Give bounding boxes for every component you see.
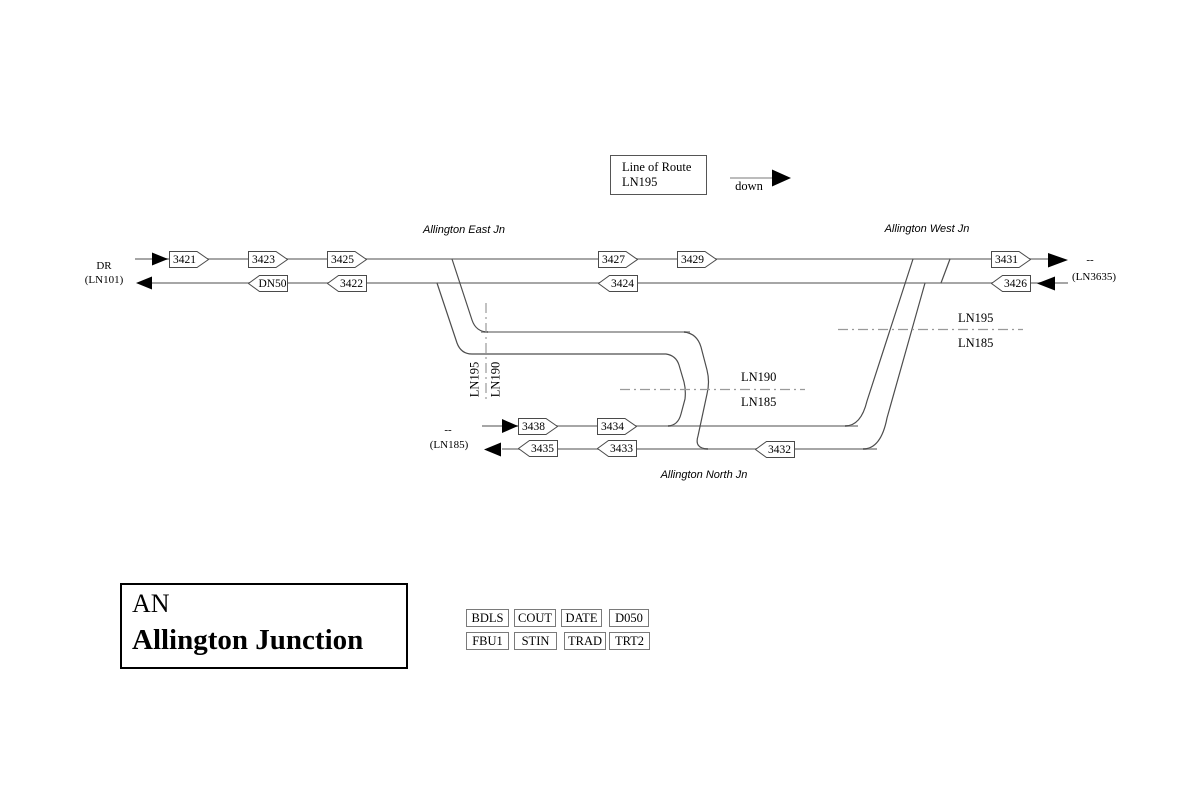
location-title-box: AN Allington Junction (120, 583, 408, 669)
signal-plate-left-icon (248, 275, 288, 292)
signal-plate-right-icon (327, 251, 367, 268)
legend-down-arrow-icon (772, 169, 791, 187)
west-jn-crossover (940, 258, 951, 284)
boundary-label-ln190-vertical: LN190 (488, 361, 503, 398)
west-jn-branch-1 (844, 258, 914, 427)
button-stin[interactable]: STIN (514, 632, 557, 650)
signal-3423[interactable]: 3423 (248, 251, 288, 268)
location-code: AN (132, 589, 170, 618)
button-fbu1[interactable]: FBU1 (466, 632, 509, 650)
signal-3434[interactable]: 3434 (597, 418, 637, 435)
button-trt2[interactable]: TRT2 (609, 632, 650, 650)
west-jn-branch-2 (862, 282, 926, 450)
signal-3421[interactable]: 3421 (169, 251, 209, 268)
signal-plate-right-icon (677, 251, 717, 268)
signal-3435[interactable]: 3435 (518, 440, 558, 457)
button-d050[interactable]: D050 (609, 609, 649, 627)
signal-plate-right-icon (169, 251, 209, 268)
junction-lines (436, 258, 951, 450)
signal-plate-right-icon (991, 251, 1031, 268)
arrow-left-icon (484, 442, 501, 457)
signal-3438[interactable]: 3438 (518, 418, 558, 435)
arrow-left-icon (136, 276, 152, 290)
signal-3427[interactable]: 3427 (598, 251, 638, 268)
boundary-lines (485, 303, 1023, 401)
signal-plate-left-icon (327, 275, 367, 292)
endpoint-right-code: -- (1086, 254, 1094, 266)
line-of-route-box: Line of Route LN195 (610, 155, 707, 195)
boundary-label-ln185-below: LN185 (741, 395, 777, 409)
signal-3429[interactable]: 3429 (677, 251, 717, 268)
endpoint-south-route: (LN185) (429, 439, 469, 451)
signal-plate-right-icon (597, 418, 637, 435)
east-jn-branch-from-up-main (436, 282, 686, 427)
button-date[interactable]: DATE (561, 609, 602, 627)
button-trad[interactable]: TRAD (564, 632, 606, 650)
endpoint-left-route: (LN101) (84, 274, 124, 286)
signal-3432[interactable]: 3432 (755, 441, 795, 458)
label-west-junction: Allington West Jn (884, 223, 970, 235)
boundary-label-ln190-above: LN190 (741, 370, 777, 384)
signal-plate-left-icon (597, 440, 637, 457)
signal-plate-left-icon (518, 440, 558, 457)
legend-direction-label: down (735, 179, 763, 193)
legend-line2: LN195 (622, 175, 658, 189)
signal-3424[interactable]: 3424 (598, 275, 638, 292)
signal-3433[interactable]: 3433 (597, 440, 637, 457)
signal-plate-left-icon (991, 275, 1031, 292)
location-name: Allington Junction (132, 624, 364, 656)
direction-arrows (136, 169, 1068, 457)
north-jn-connection-a (683, 331, 710, 450)
boundary-label-ln185-below-west: LN185 (958, 336, 994, 350)
endpoint-right-route: (LN3635) (1072, 271, 1116, 283)
signal-3425[interactable]: 3425 (327, 251, 367, 268)
signal-3426[interactable]: 3426 (991, 275, 1031, 292)
endpoint-south-code: -- (444, 424, 452, 436)
east-jn-branch-from-down-main (451, 258, 489, 333)
signal-3422[interactable]: 3422 (327, 275, 367, 292)
endpoint-left-code: DR (96, 260, 112, 272)
signal-3431[interactable]: 3431 (991, 251, 1031, 268)
label-east-junction: Allington East Jn (423, 224, 505, 236)
arrow-right-icon (152, 252, 168, 266)
signal-plate-right-icon (248, 251, 288, 268)
button-bdls[interactable]: BDLS (466, 609, 509, 627)
boundary-label-ln195-vertical: LN195 (467, 361, 482, 398)
arrow-right-icon (1048, 253, 1068, 268)
arrow-left-icon (1037, 276, 1055, 291)
signal-plate-right-icon (598, 251, 638, 268)
signal-dn50[interactable]: DN50 (248, 275, 288, 292)
boundary-label-ln195-above: LN195 (958, 311, 994, 325)
signal-plate-left-icon (598, 275, 638, 292)
button-cout[interactable]: COUT (514, 609, 556, 627)
signal-plate-right-icon (518, 418, 558, 435)
signal-plate-left-icon (755, 441, 795, 458)
legend-line1: Line of Route (622, 160, 692, 174)
arrow-right-icon (502, 419, 518, 433)
label-north-junction: Allington North Jn (660, 469, 748, 481)
